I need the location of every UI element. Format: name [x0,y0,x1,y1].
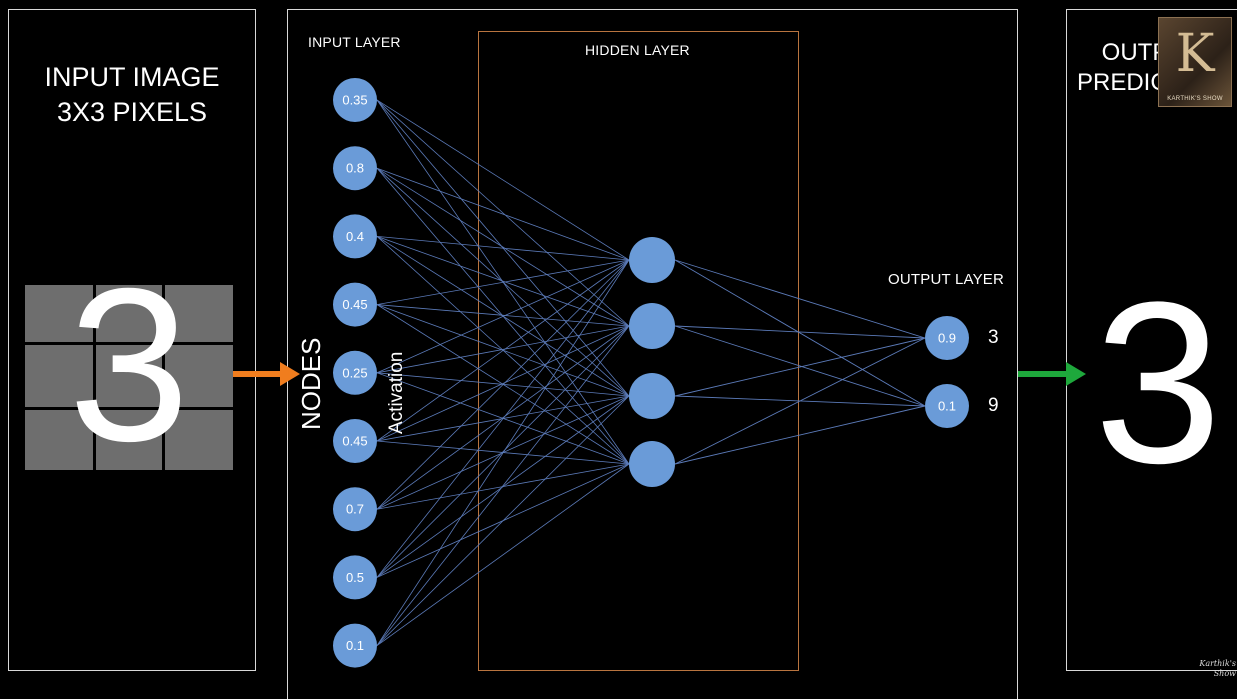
connection-line [376,259,630,578]
connection-line [376,99,630,261]
pixel [165,285,233,342]
input-node [333,419,377,463]
hidden-node [629,441,675,487]
input-node-value: 0.5 [346,570,364,585]
output-node-value: 0.9 [938,331,956,346]
input-layer-label: INPUT LAYER [308,34,401,50]
channel-logo: K KARTHIK'S SHOW [1158,17,1232,107]
pixel [25,285,93,342]
output-prediction-panel [1066,9,1237,671]
connection-line [376,259,630,374]
connection-line [376,99,630,327]
input-image-title: INPUT IMAGE 3X3 PIXELS [8,60,256,130]
output-node [925,384,969,428]
connection-line [674,405,926,465]
connection-line [376,463,630,646]
pixel [25,410,93,470]
input-node [333,146,377,191]
hidden-layer-label: HIDDEN LAYER [585,42,690,58]
hidden-node [629,237,675,283]
connection-line [674,337,926,397]
output-layer-label: OUTPUT LAYER [888,271,1005,288]
connection-line [376,325,630,442]
connection-line [376,259,630,646]
input-arrow-shaft [233,371,283,377]
pixel [25,345,93,407]
hidden-node [629,373,675,419]
nodes-label: NODES [296,337,326,430]
connection-line [674,325,926,407]
connection-line [376,167,630,327]
input-node-value: 0.45 [342,434,367,449]
input-image-title-line1: INPUT IMAGE [44,62,220,92]
input-node-value: 0.35 [342,93,367,108]
input-node-value: 0.7 [346,502,364,517]
input-node [333,78,377,122]
connection-line [674,259,926,339]
input-node-value: 0.8 [346,161,364,176]
input-node [333,487,377,532]
input-node [333,214,377,259]
watermark: Karthik's Show [1196,659,1236,679]
network-panel [287,9,1018,699]
output-node [925,316,969,360]
input-image-panel [8,9,256,671]
connection-line [674,337,926,465]
connection-line [376,236,630,327]
pixel [96,285,162,342]
predicted-digit: 3 [1094,254,1222,511]
input-node-value: 0.25 [342,365,367,380]
logo-caption: KARTHIK'S SHOW [1167,96,1223,102]
output-class-3: 3 [988,327,999,348]
connection-line [376,325,630,374]
pixel [96,410,162,470]
pixel [96,345,162,407]
connection-line [376,395,630,646]
input-digit: 3 [68,244,190,487]
watermark-line2: Show [1213,669,1236,678]
connection-line [376,325,630,646]
connection-line [376,304,630,327]
connection-line [674,259,926,407]
output-class-9: 9 [988,395,999,416]
output-node-value: 0.1 [938,399,956,414]
output-arrow-head [1066,362,1086,386]
hidden-layer-box [478,31,799,671]
connection-line [674,325,926,339]
input-node-value: 0.4 [346,229,364,244]
input-node [333,555,377,600]
watermark-line1: Karthik's [1199,659,1236,668]
input-node-value: 0.1 [346,638,364,653]
activation-label: Activation [386,351,407,434]
pixel [165,410,233,470]
connection-line [376,259,630,305]
connection-line [376,236,630,261]
pixel-grid: 3 [25,251,233,481]
input-node [333,623,377,668]
connection-line [376,325,630,578]
logo-letter: K [1175,24,1215,84]
input-arrow-head [280,362,300,386]
hidden-node [629,303,675,349]
output-arrow-shaft [1018,371,1068,377]
connection-line [376,395,630,578]
input-node [333,350,377,395]
input-node [333,282,377,327]
connection-line [376,325,630,510]
input-node-value: 0.45 [342,297,367,312]
connection-line [376,259,630,442]
input-image-title-line2: 3X3 PIXELS [56,97,208,127]
connection-line [376,167,630,261]
connection-line [376,259,630,510]
pixel [165,345,233,407]
